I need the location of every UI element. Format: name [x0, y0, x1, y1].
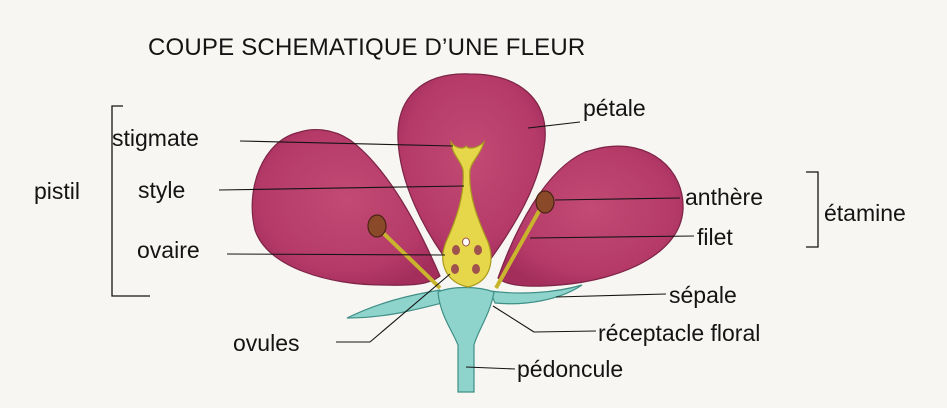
peduncle: [438, 288, 494, 393]
label-style: style: [138, 179, 185, 202]
sepal-right: [490, 285, 582, 304]
label-petale: pétale: [583, 97, 646, 120]
label-pedoncule: pédoncule: [517, 358, 623, 381]
label-anthere: anthère: [685, 186, 763, 209]
ovule-4: [472, 264, 480, 274]
label-pistil: pistil: [34, 180, 80, 203]
anther-left: [368, 215, 386, 237]
ovule-1: [452, 245, 460, 255]
etamine-bracket: [806, 172, 818, 247]
label-ovaire: ovaire: [137, 239, 200, 262]
label-ovules: ovules: [233, 332, 299, 355]
anther-right: [536, 191, 554, 213]
sepal-left: [347, 290, 446, 318]
page-title: COUPE SCHEMATIQUE D’UNE FLEUR: [148, 36, 585, 60]
ovule-3: [451, 264, 459, 274]
leader-receptacle-2: [534, 331, 596, 332]
label-sepale: sépale: [669, 284, 737, 307]
ovule-5: [463, 238, 470, 246]
leader-receptacle: [493, 306, 534, 332]
label-etamine: étamine: [824, 202, 906, 225]
label-filet: filet: [697, 226, 733, 249]
label-receptacle: réceptacle floral: [598, 322, 760, 345]
ovule-2: [474, 245, 482, 255]
leader-sepale: [556, 294, 666, 297]
label-stigmate: stigmate: [112, 127, 199, 150]
